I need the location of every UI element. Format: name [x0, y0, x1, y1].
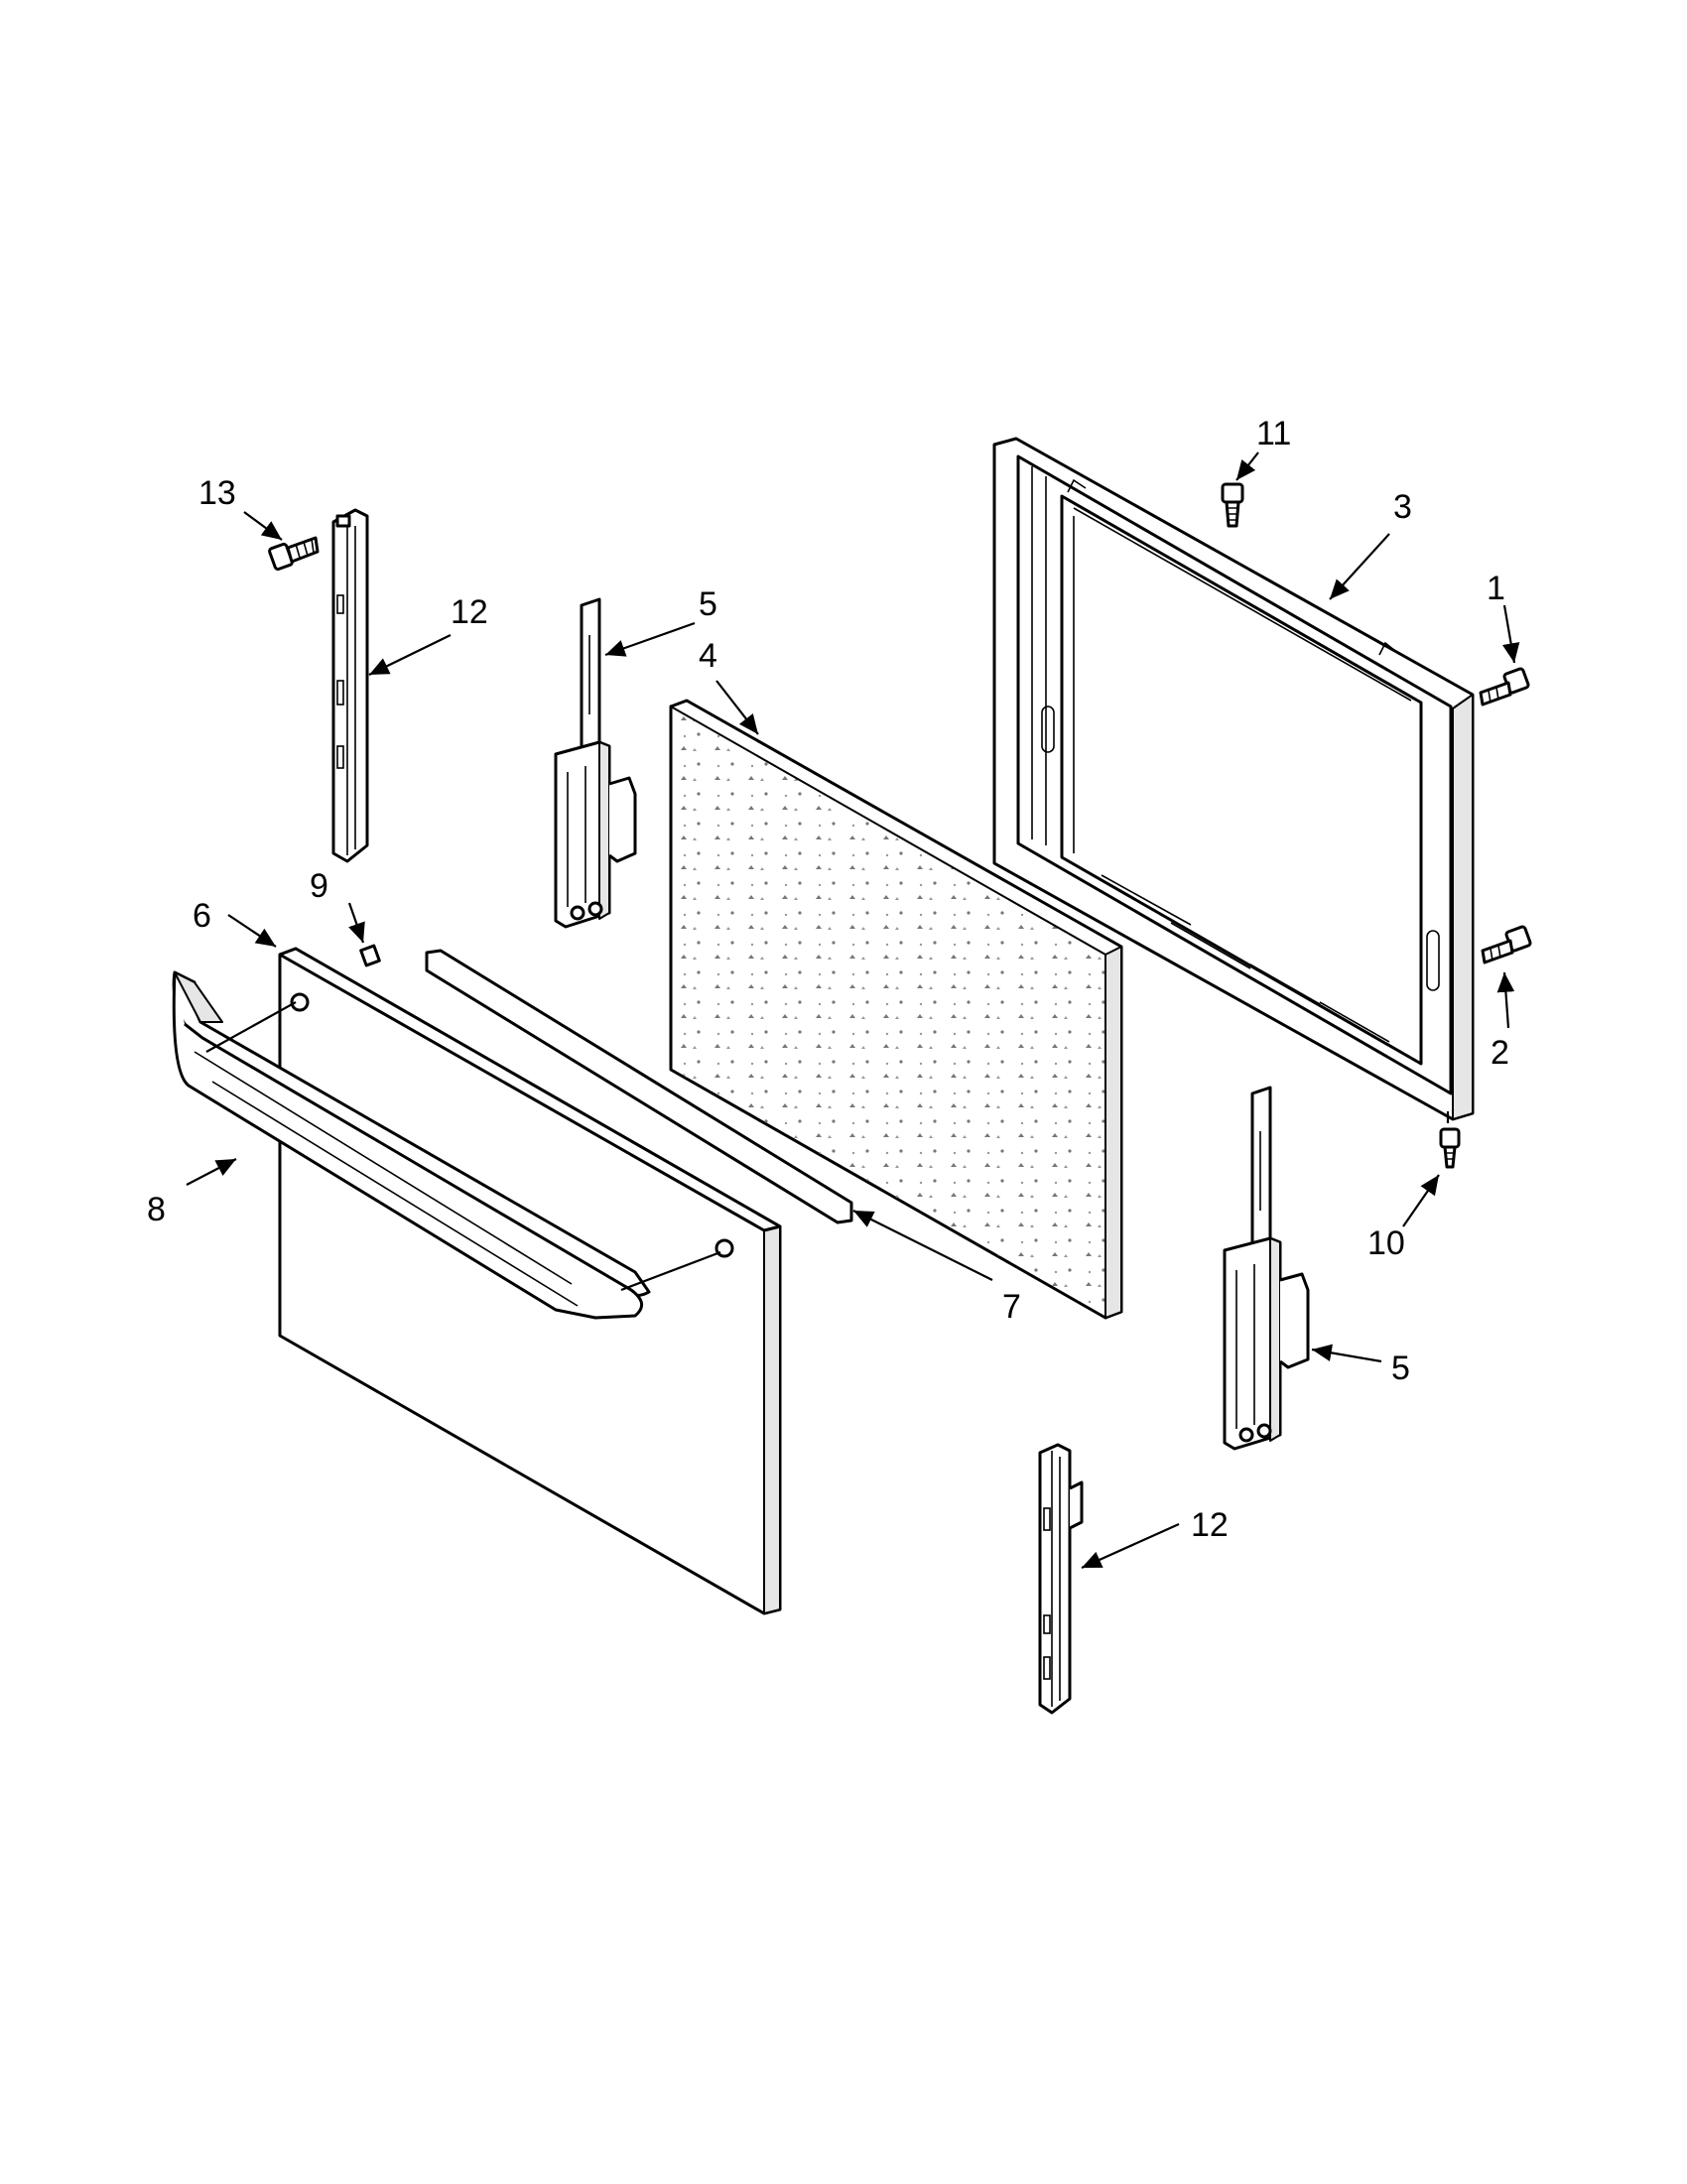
screw-part-10 — [1439, 1127, 1461, 1169]
clip-part-9 — [359, 944, 381, 967]
hinge-part-5-top — [554, 597, 637, 929]
callout-5-bottom: 5 — [1391, 1349, 1410, 1387]
callout-2: 2 — [1491, 1034, 1509, 1072]
callout-4: 4 — [699, 637, 717, 675]
insulation-panel-part-4 — [669, 699, 1123, 1320]
callout-8: 8 — [147, 1191, 166, 1228]
callout-labels: 1 2 3 4 5 5 6 7 8 9 10 11 12 12 13 — [147, 415, 1509, 1544]
callout-7: 7 — [1002, 1288, 1021, 1326]
callout-5-top: 5 — [699, 585, 717, 623]
screw-part-11 — [1221, 482, 1244, 528]
callout-9: 9 — [310, 867, 328, 905]
screw-part-2 — [1481, 925, 1532, 964]
callout-3: 3 — [1393, 488, 1412, 526]
hinge-part-5-bottom — [1223, 1086, 1310, 1451]
callout-6: 6 — [193, 897, 211, 935]
strip-part-7 — [425, 949, 853, 1224]
screw-part-13 — [268, 536, 320, 572]
hinge-channel-part-12-bottom — [1038, 1443, 1084, 1715]
door-frame-part-3 — [992, 437, 1475, 1121]
callout-13: 13 — [198, 474, 236, 512]
leader-lines — [186, 451, 1520, 1570]
callout-12-bottom: 12 — [1191, 1506, 1229, 1544]
callout-12-top: 12 — [451, 593, 488, 631]
hinge-channel-part-12-top — [331, 508, 369, 863]
callout-10: 10 — [1367, 1224, 1405, 1262]
callout-1: 1 — [1487, 570, 1505, 607]
door-handle-part-8 — [172, 970, 651, 1320]
screw-part-1 — [1479, 667, 1530, 707]
callout-11: 11 — [1256, 415, 1291, 452]
